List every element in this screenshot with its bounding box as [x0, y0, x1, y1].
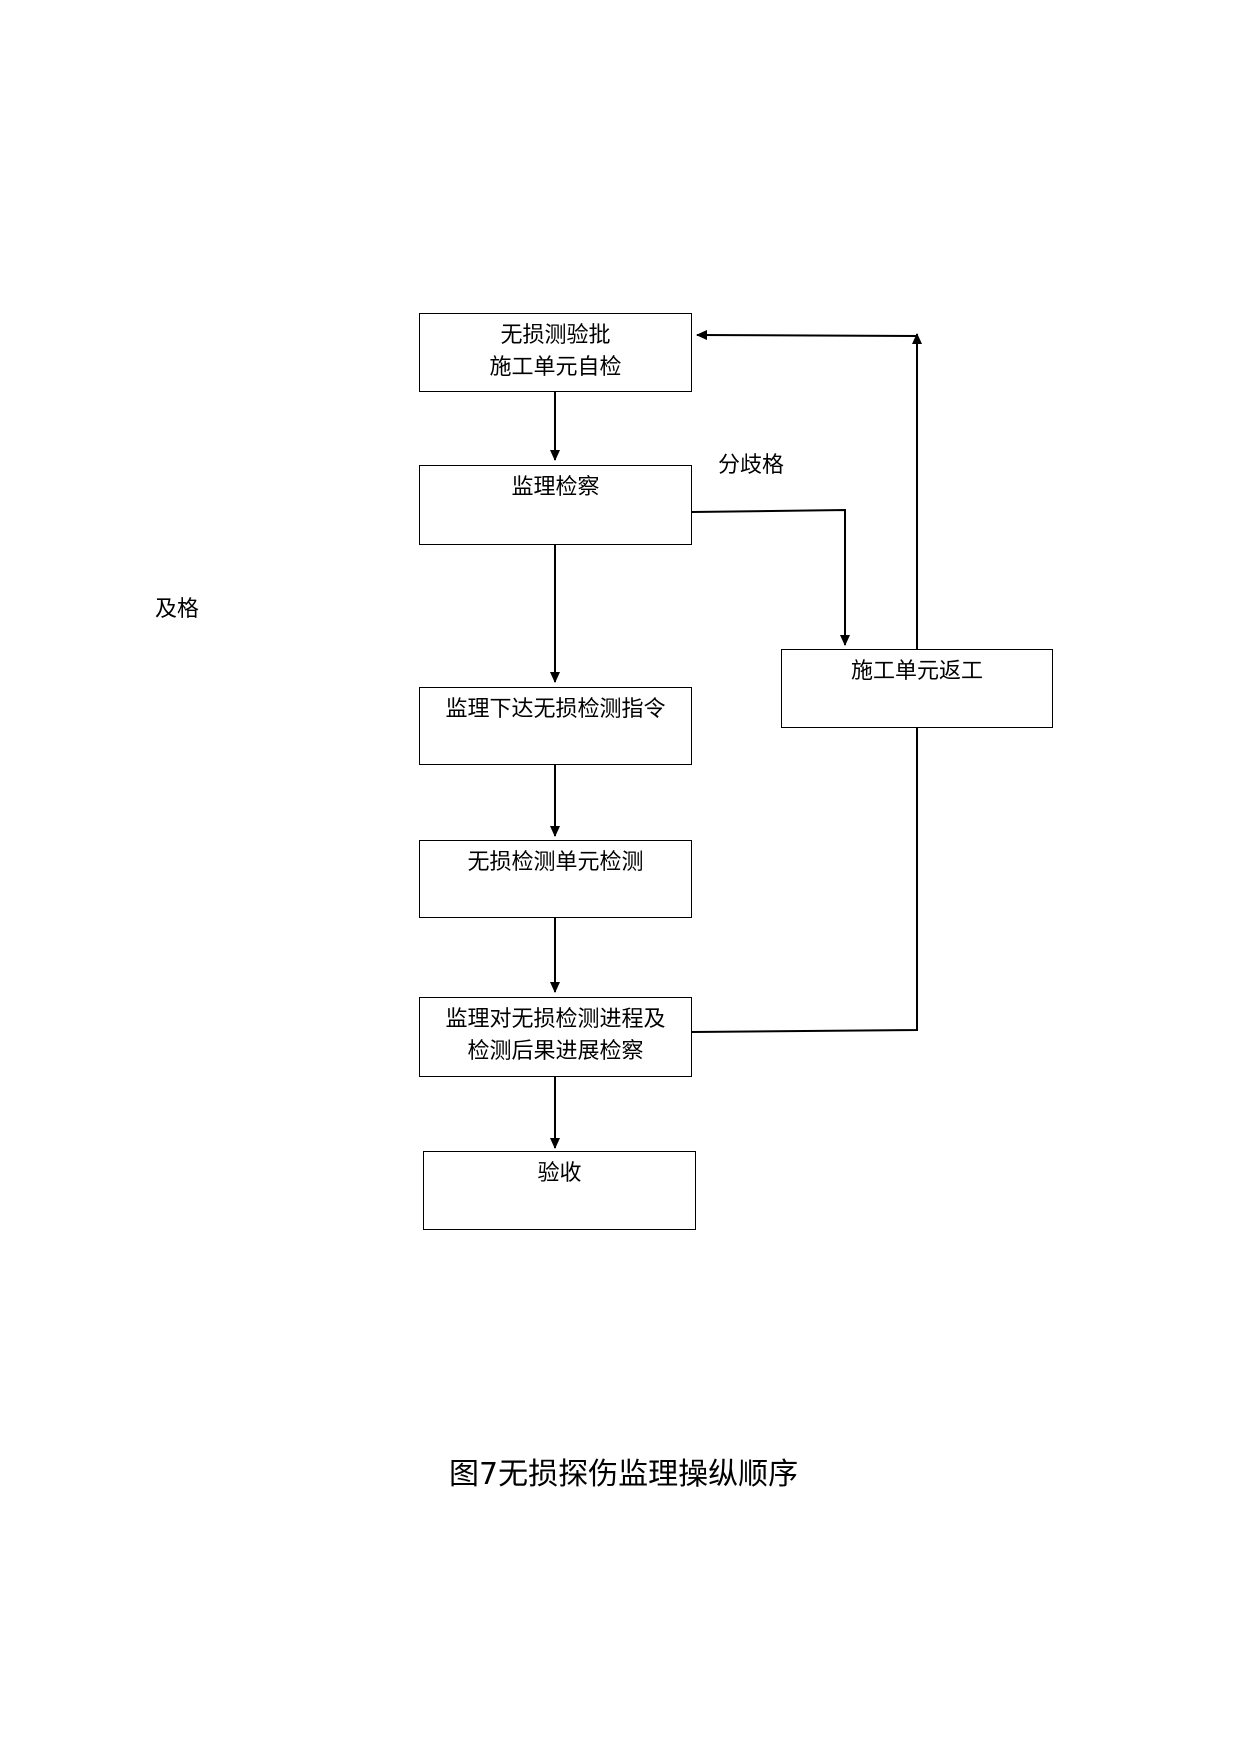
- node-text-line: 监理检察: [511, 475, 600, 500]
- node-rework: 施工单元返工: [781, 649, 1053, 728]
- node-text-line: 无损测验批: [500, 323, 611, 348]
- node-text-line: 施工单元自检: [489, 355, 622, 380]
- node-instruction: 监理下达无损检测指令: [419, 687, 692, 765]
- node-inspection: 监理检察: [419, 465, 692, 545]
- pass-label: 及格: [155, 597, 200, 622]
- line-progress-to-loop: [691, 728, 918, 1033]
- arrow-loop-to-selfcheck: [696, 330, 918, 649]
- figure-caption: 图7无损探伤监理操纵顺序: [449, 1457, 799, 1492]
- fail-label: 分歧格: [718, 453, 785, 478]
- node-text-line: 监理对无损检测进程及: [445, 1007, 666, 1032]
- node-text-line: 检测后果进展检察: [467, 1039, 644, 1064]
- node-text-line: 无损检测单元检测: [467, 850, 644, 875]
- node-text-line: 监理下达无损检测指令: [445, 697, 666, 722]
- node-unit-test: 无损检测单元检测: [419, 840, 692, 918]
- node-acceptance: 验收: [423, 1151, 696, 1230]
- node-text-line: 施工单元返工: [850, 659, 983, 684]
- node-text-line: 验收: [537, 1161, 582, 1186]
- node-progress-check: 监理对无损检测进程及 检测后果进展检察: [419, 997, 692, 1077]
- node-self-check: 无损测验批 施工单元自检: [419, 313, 692, 392]
- arrow-inspection-to-rework: [691, 508, 850, 646]
